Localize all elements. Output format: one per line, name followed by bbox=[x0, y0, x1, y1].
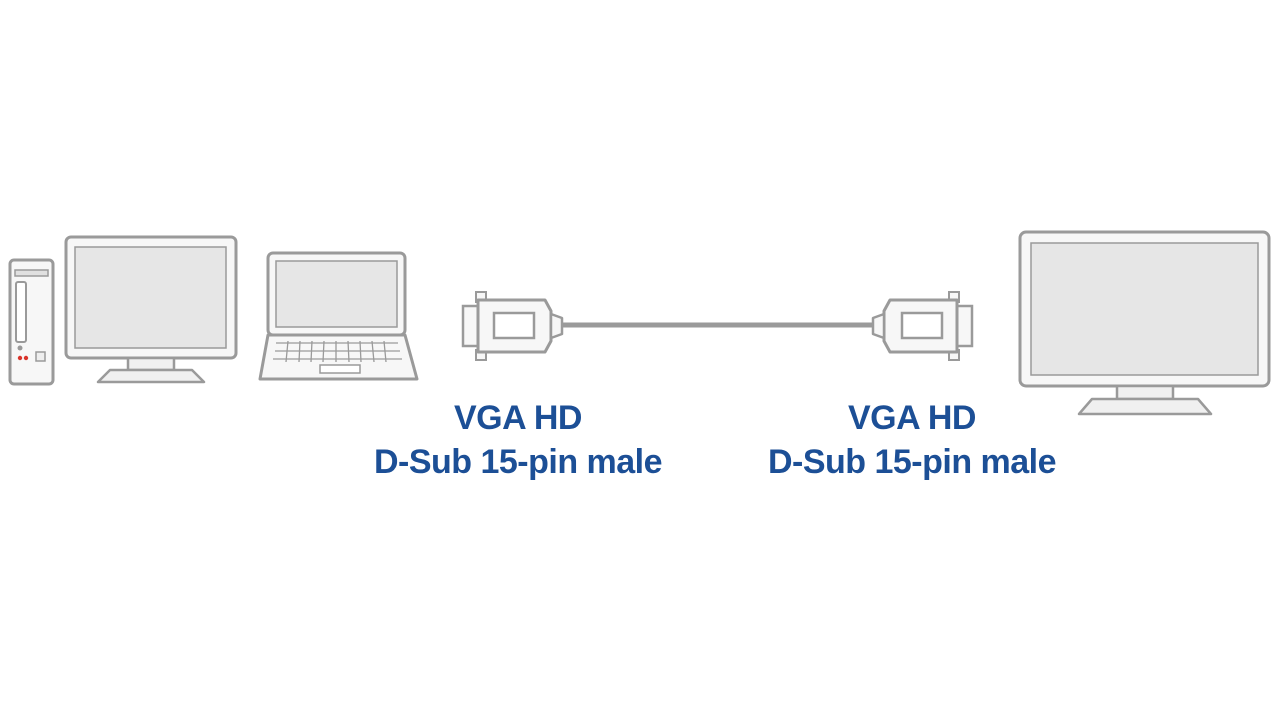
left-connector-label: VGA HD D-Sub 15-pin male bbox=[368, 396, 668, 484]
right-connector-type: VGA HD bbox=[848, 399, 976, 437]
right-connector-label: VGA HD D-Sub 15-pin male bbox=[762, 396, 1062, 484]
desktop-tower-icon bbox=[8, 258, 55, 386]
display-monitor-icon bbox=[1018, 230, 1271, 416]
left-connector-spec: D-Sub 15-pin male bbox=[373, 443, 663, 481]
laptop-icon bbox=[258, 251, 419, 381]
left-connector-type: VGA HD bbox=[454, 399, 582, 437]
desktop-monitor-icon bbox=[64, 235, 238, 384]
vga-connector-icon bbox=[461, 291, 564, 361]
vga-connector-icon bbox=[871, 291, 974, 361]
right-connector-spec: D-Sub 15-pin male bbox=[767, 443, 1057, 481]
